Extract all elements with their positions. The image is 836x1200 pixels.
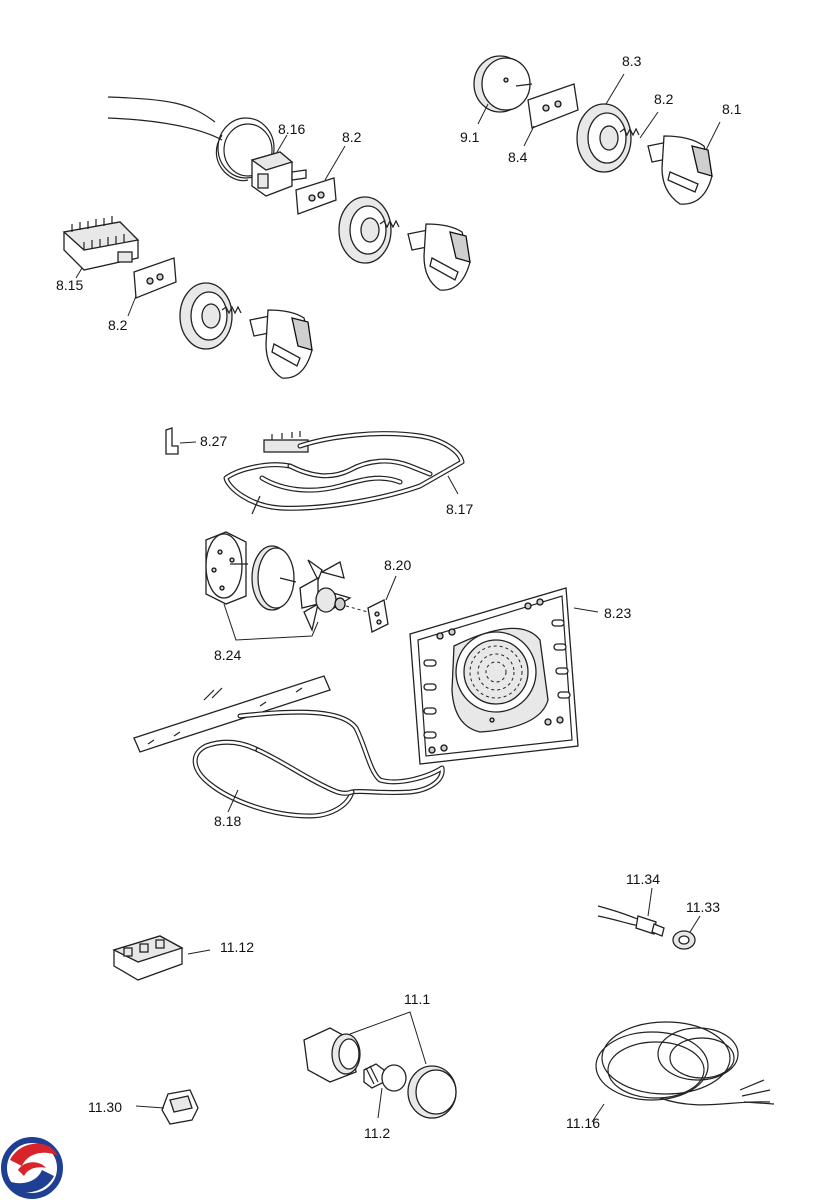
label-8-3: 8.3 (622, 53, 642, 69)
label-11-2: 11.2 (364, 1125, 390, 1141)
clip-8-27 (165, 427, 197, 455)
label-9-1: 9.1 (460, 129, 480, 145)
label-11-34: 11.34 (626, 871, 660, 887)
label-8-20: 8.20 (384, 557, 411, 573)
label-8-15: 8.15 (56, 277, 83, 293)
mounting-plate-8-2-lower (127, 257, 177, 317)
label-8-2-lower: 8.2 (108, 317, 128, 333)
terminal-block-11-12 (112, 935, 211, 981)
label-8-23: 8.23 (604, 605, 631, 621)
label-8-16: 8.16 (278, 121, 305, 137)
label-8-17: 8.17 (446, 501, 473, 517)
label-11-1: 11.1 (404, 991, 430, 1007)
mounting-plate-8-4 (523, 83, 579, 147)
lens-11-33 (672, 915, 701, 950)
switch-11-34 (597, 887, 665, 937)
label-8-24: 8.24 (214, 647, 241, 663)
fan-motor-8-24 (205, 531, 369, 641)
label-8-2-top: 8.2 (654, 91, 674, 107)
label-11-30: 11.30 (88, 1099, 122, 1115)
connector-11-30 (135, 1089, 199, 1125)
oven-lamp-11-1 (303, 1011, 457, 1119)
label-8-4: 8.4 (508, 149, 528, 165)
label-8-1: 8.1 (722, 101, 742, 117)
ring-element-8-18 (133, 675, 445, 819)
label-8-18: 8.18 (214, 813, 241, 829)
label-11-33: 11.33 (686, 899, 720, 915)
timer-9-1 (473, 55, 533, 125)
grill-element-8-17 (223, 431, 465, 515)
knob-assembly-lower (179, 282, 313, 379)
label-11-12: 11.12 (220, 939, 254, 955)
back-panel-8-23 (409, 587, 599, 765)
plate-8-20 (367, 575, 397, 633)
knob-assembly-middle (338, 196, 471, 291)
label-11-16: 11.16 (566, 1115, 600, 1131)
mounting-plate-8-2-middle (295, 145, 346, 215)
brand-logo (1, 1137, 63, 1199)
knob-assembly-top (576, 73, 721, 205)
selector-switch-8-15 (62, 216, 140, 279)
label-8-27: 8.27 (200, 433, 227, 449)
wiring-harness-11-16 (591, 1021, 775, 1123)
thermostat-8-16 (107, 96, 307, 197)
label-8-2-middle: 8.2 (342, 129, 362, 145)
